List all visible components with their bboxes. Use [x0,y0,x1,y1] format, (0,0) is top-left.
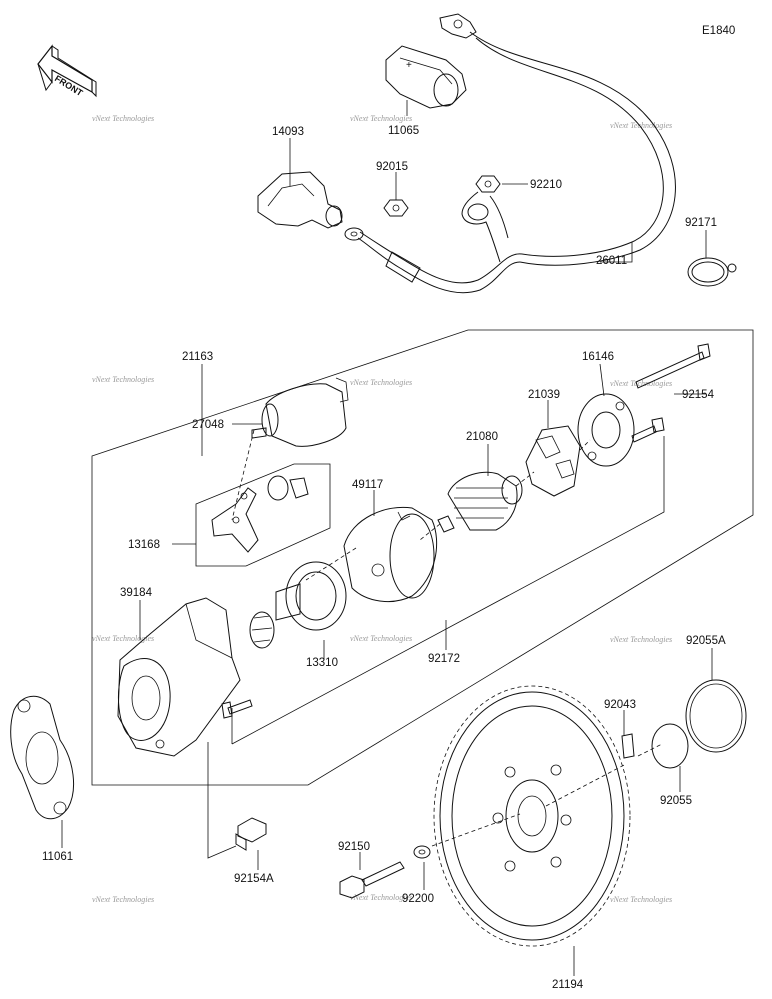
watermark: vNext Technologies [610,379,672,388]
watermark: vNext Technologies [350,114,412,123]
watermark: vNext Technologies [350,893,412,902]
plunger-parts[interactable] [267,475,309,501]
label-13168[interactable]: 13168 [128,539,160,551]
label-21163[interactable]: 21163 [182,351,213,363]
nut-92210[interactable] [475,175,501,193]
label-16146[interactable]: 16146 [582,351,614,363]
battery-cable[interactable] [344,13,676,294]
label-92154[interactable]: 92154 [682,389,715,401]
rear-end-cover[interactable] [577,393,635,467]
shift-lever[interactable] [211,487,259,553]
cover-screw[interactable] [631,417,665,443]
diagram-code: E1840 [702,25,735,37]
flywheel-bolt[interactable] [339,861,405,899]
label-92172[interactable]: 92172 [428,653,460,665]
watermark: vNext Technologies [92,895,154,904]
label-92043[interactable]: 92043 [604,699,636,711]
label-92055A[interactable]: 92055A [686,635,726,647]
label-39184[interactable]: 39184 [120,587,153,599]
alignment-lines [231,429,663,847]
label-92150[interactable]: 92150 [338,841,370,853]
starter-terminal-boot[interactable] [257,171,343,229]
pinion-clutch[interactable] [249,561,347,649]
watermark: vNext Technologies [92,114,154,123]
label-49117[interactable]: 49117 [352,479,383,491]
label-92171[interactable]: 92171 [685,217,717,229]
label-92055[interactable]: 92055 [660,795,692,807]
part-labels: 11065 14093 92015 92210 92171 26011 2116… [42,125,726,991]
armature[interactable] [437,471,523,533]
o-ring-92055A[interactable] [685,679,747,753]
mounting-bolt[interactable] [235,817,267,851]
starter-solenoid[interactable] [251,377,349,447]
svg-text:+: + [406,60,412,71]
watermark: vNext Technologies [92,634,154,643]
brush-holder[interactable] [525,425,581,497]
watermark: vNext Technologies [92,375,154,384]
label-92015[interactable]: 92015 [376,161,408,173]
label-21039[interactable]: 21039 [528,389,560,401]
label-21080[interactable]: 21080 [466,431,498,443]
label-92154A[interactable]: 92154A [234,873,274,885]
assembly-outline [91,329,754,786]
dowel-pin[interactable] [621,733,635,759]
cable-clamp[interactable] [687,257,737,287]
through-bolt[interactable] [635,343,711,389]
watermark: vNext Technologies [610,895,672,904]
label-21194[interactable]: 21194 [552,979,584,991]
flywheel[interactable] [433,685,631,947]
front-arrow-icon: FRONT [37,44,97,98]
watermarks: vNext Technologies vNext Technologies vN… [92,114,672,904]
label-11061[interactable]: 11061 [42,851,73,863]
label-92210[interactable]: 92210 [530,179,562,191]
starter-yoke[interactable] [343,506,438,602]
label-13310[interactable]: 13310 [306,657,338,669]
front-housing[interactable] [117,597,241,757]
terminal-cover[interactable]: + [385,45,467,109]
nut-92015[interactable] [383,199,409,217]
watermark: vNext Technologies [350,378,412,387]
housing-bolt[interactable] [221,699,253,719]
o-ring-92055[interactable] [651,723,689,769]
watermark: vNext Technologies [610,635,672,644]
flywheel-washer[interactable] [413,845,431,859]
label-26011[interactable]: 26011 [596,255,627,267]
lever-bracket [195,463,331,567]
label-27048[interactable]: 27048 [192,419,224,431]
label-92200[interactable]: 92200 [402,893,434,905]
starter-gasket[interactable] [10,695,74,820]
watermark: vNext Technologies [350,634,412,643]
watermark: vNext Technologies [610,121,672,130]
label-11065[interactable]: 11065 [388,125,419,137]
o-ring-92055A-inner [689,683,743,749]
label-14093[interactable]: 14093 [272,126,304,138]
leader-lines [61,100,713,976]
